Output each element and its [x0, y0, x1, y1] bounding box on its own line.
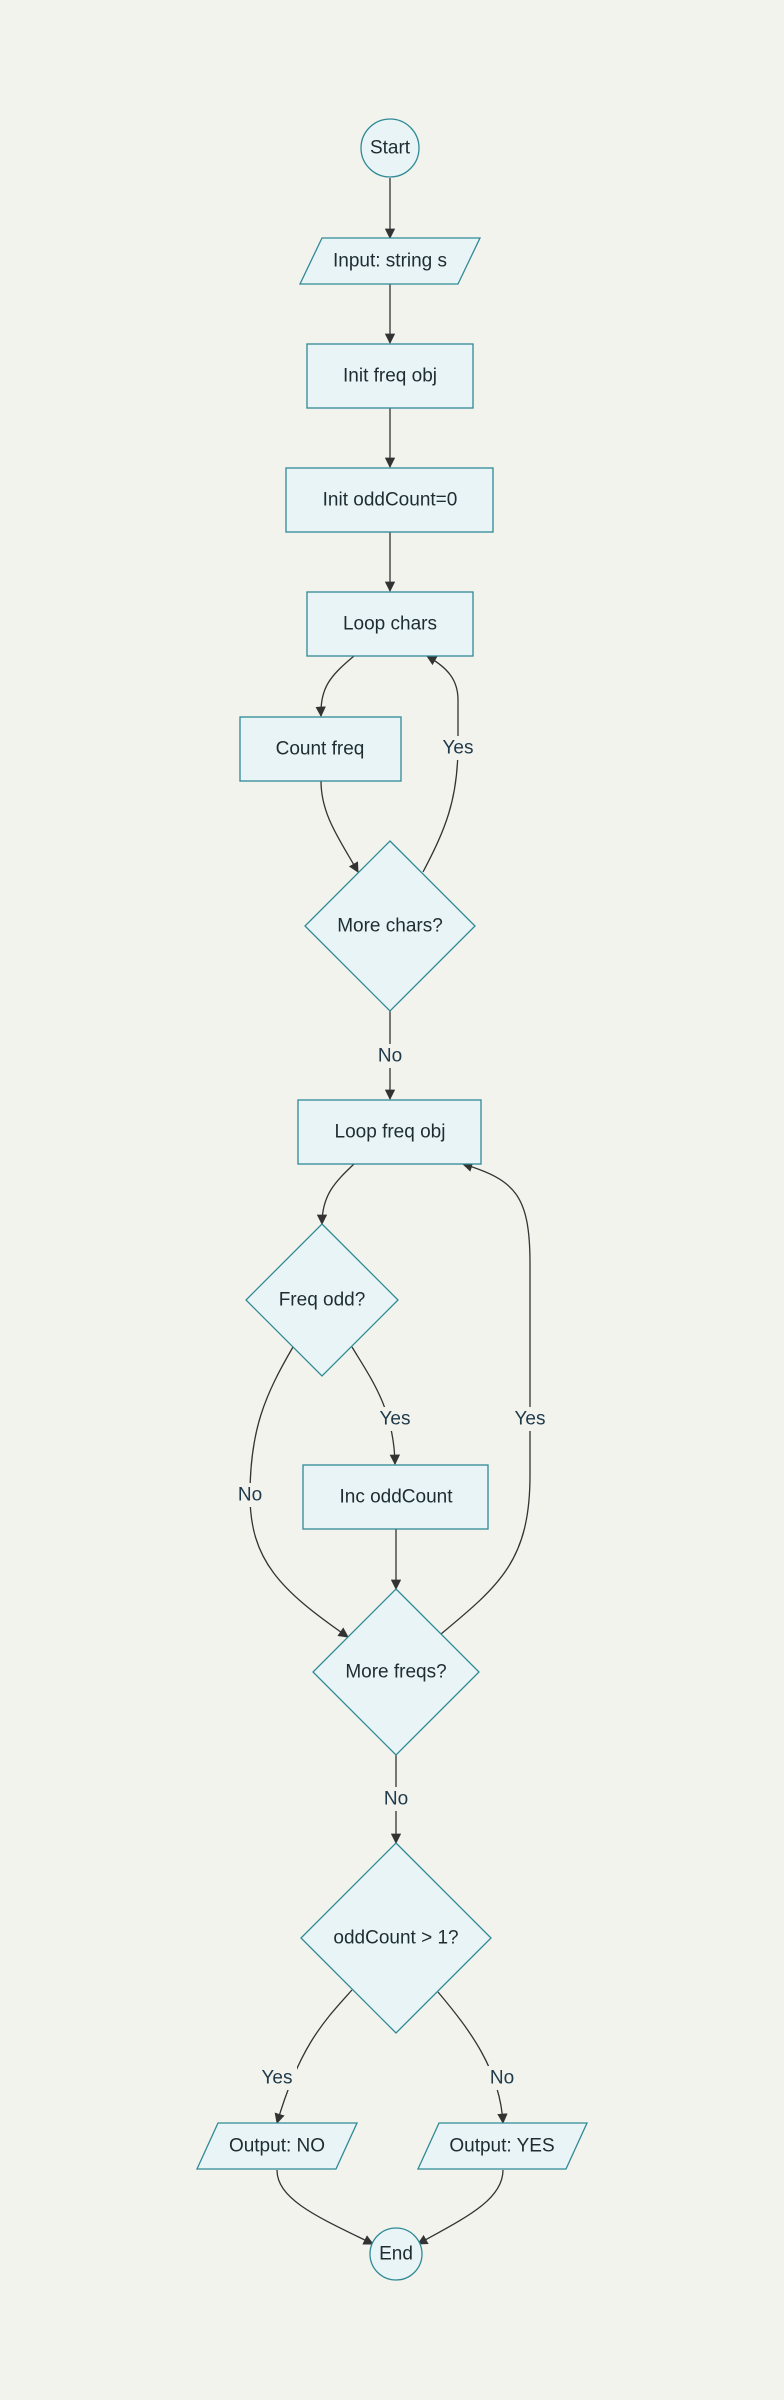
edge-countfreq-morechars — [320, 780, 359, 873]
node-end: End — [369, 2227, 423, 2281]
node-odd-gt1-label: oddCount > 1? — [333, 1928, 458, 1949]
edge-loopfreq-freqodd — [316, 1163, 355, 1226]
node-start: Start — [360, 118, 420, 178]
node-init-odd-label: Init oddCount=0 — [323, 490, 458, 511]
node-inc-odd-label: Inc oddCount — [339, 1487, 453, 1508]
edge-freqodd-incodd — [351, 1346, 401, 1466]
node-loop-freq-label: Loop freq obj — [335, 1122, 446, 1143]
edge-labels: Yes No Yes No Yes No Yes No — [232, 736, 550, 2090]
node-freq-odd: Freq odd? — [245, 1223, 399, 1377]
node-input: Input: string s — [298, 237, 482, 285]
node-output-yes: Output: YES — [416, 2122, 589, 2170]
edge-label-more-freqs-yes: Yes — [515, 1409, 546, 1430]
edge-oddgt1-outno — [274, 1989, 353, 2124]
node-inc-odd: Inc oddCount — [302, 1464, 489, 1530]
node-loop-freq: Loop freq obj — [297, 1099, 482, 1165]
edge-outyes-end — [417, 2169, 504, 2245]
edge-morefreqs-loopfreq — [440, 1161, 531, 1635]
node-start-label: Start — [370, 138, 411, 159]
node-count-freq-label: Count freq — [276, 739, 365, 760]
edge-label-more-chars-yes: Yes — [443, 738, 474, 759]
edge-loopchars-countfreq — [315, 655, 355, 718]
edge-morechars-loopchars — [422, 655, 459, 873]
node-init-freq: Init freq obj — [306, 343, 474, 409]
node-init-freq-label: Init freq obj — [343, 366, 437, 387]
node-more-chars-label: More chars? — [337, 916, 443, 937]
node-loop-chars-label: Loop chars — [343, 614, 437, 635]
node-end-label: End — [379, 2244, 413, 2265]
edge-label-freq-odd-no: No — [238, 1485, 262, 1506]
node-output-yes-label: Output: YES — [449, 2136, 554, 2157]
node-freq-odd-label: Freq odd? — [279, 1290, 366, 1311]
node-more-freqs: More freqs? — [312, 1588, 480, 1756]
node-loop-chars: Loop chars — [306, 591, 474, 657]
node-init-odd: Init oddCount=0 — [285, 467, 494, 533]
edge-label-freq-odd-yes: Yes — [380, 1409, 411, 1430]
node-more-freqs-label: More freqs? — [345, 1662, 446, 1683]
node-more-chars: More chars? — [304, 840, 476, 1012]
node-input-label: Input: string s — [333, 251, 447, 272]
edge-outno-end — [276, 2169, 374, 2245]
node-odd-gt1: oddCount > 1? — [300, 1842, 492, 2034]
edge-label-odd-gt1-yes: Yes — [262, 2068, 293, 2089]
node-output-no: Output: NO — [195, 2122, 359, 2170]
edge-label-more-freqs-no: No — [384, 1789, 408, 1810]
edge-label-more-chars-no: No — [378, 1046, 402, 1067]
edge-oddgt1-outyes — [437, 1991, 508, 2125]
node-count-freq: Count freq — [239, 716, 402, 782]
edge-label-odd-gt1-no: No — [490, 2068, 514, 2089]
node-output-no-label: Output: NO — [229, 2136, 325, 2157]
